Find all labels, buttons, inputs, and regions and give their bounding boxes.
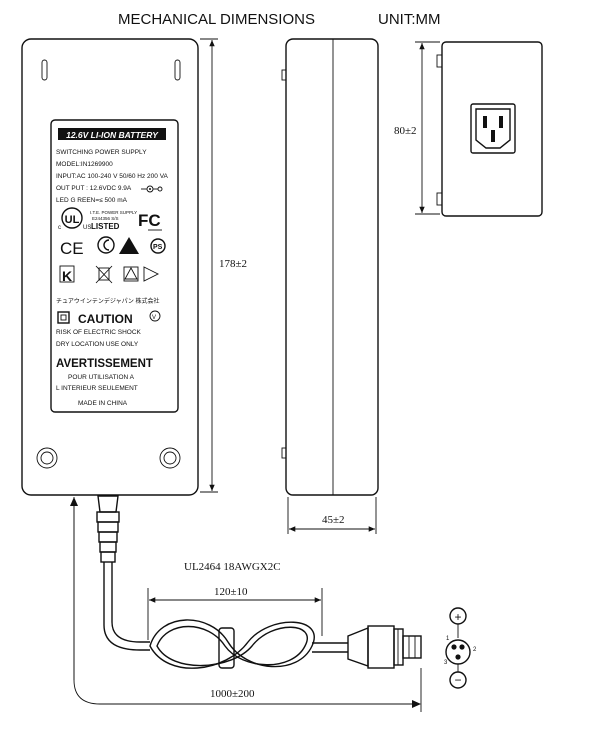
thickness-dimension: 45±2 <box>287 497 377 534</box>
label-banner: 12.6V LI-ION BATTERY <box>66 130 159 140</box>
rating-label: 12.6V LI-ION BATTERY SWITCHING POWER SUP… <box>50 119 179 413</box>
svg-text:c: c <box>58 225 61 231</box>
length-dimension: 178±2 <box>200 38 247 493</box>
ite-text2: E244356 S/S <box>92 216 119 221</box>
ite-text: I.T.E. POWER SUPPLY <box>90 210 137 215</box>
adapter-side-body <box>285 38 379 496</box>
label-line1: SWITCHING POWER SUPPLY <box>56 149 147 156</box>
avert-line2: L INTERIEUR SEULEMENT <box>56 385 138 392</box>
thickness-value: 45±2 <box>322 514 345 526</box>
certification-marks-row1: CE PS <box>60 236 166 258</box>
label-line3: INPUT:AC 100-240 V 50/60 Hz 200 VA <box>56 173 169 180</box>
polarity-symbol <box>141 185 163 193</box>
width-dimension: 80±2 <box>394 41 440 215</box>
svg-text:PS: PS <box>153 244 163 251</box>
segment-value: 120±10 <box>214 586 248 598</box>
efficiency-mark <box>149 310 161 322</box>
polarity-minus-icon <box>449 671 467 689</box>
cable-length-dimension: 1000±200 <box>70 497 422 712</box>
svg-text:+: + <box>454 610 461 624</box>
svg-text:−: − <box>454 673 461 687</box>
drawing-title: MECHANICAL DIMENSIONS <box>118 11 315 28</box>
connector-pinout: + 1 2 3 − <box>444 607 477 689</box>
svg-text:CE: CE <box>60 239 84 258</box>
foot-right <box>159 447 181 469</box>
label-line2: MODEL:IN1269900 <box>56 161 113 168</box>
label-line4: OUT PUT : 12.6VDC 9.9A <box>56 185 132 192</box>
front-view: 12.6V LI-ION BATTERY SWITCHING POWER SUP… <box>21 38 199 496</box>
side-view <box>281 38 379 496</box>
weee-bin-icon <box>95 265 113 284</box>
svg-text:FC: FC <box>138 211 161 230</box>
ul-listed-logo: UL c US LISTED I.T.E. POWER SUPPLY E2443… <box>58 207 137 231</box>
dc-connector <box>347 625 422 669</box>
label-japanese: チュアウインテンデジャパン 株式会社 <box>56 297 160 305</box>
foot-left <box>36 447 58 469</box>
cable-length-value: 1000±200 <box>210 688 255 700</box>
length-value: 178±2 <box>219 258 247 270</box>
caution-line2: DRY LOCATION USE ONLY <box>56 341 139 348</box>
pin-face <box>445 639 471 665</box>
svg-text:2: 2 <box>473 647 477 653</box>
dc-cable <box>96 495 422 669</box>
cable-spec: UL2464 18AWGX2C <box>184 561 281 573</box>
segment-dimension: 120±10 <box>147 586 323 640</box>
double-insulation-icon <box>57 311 70 324</box>
iec-c14-inlet-icon <box>470 103 516 154</box>
avert-line1: POUR UTILISATION A <box>68 374 135 381</box>
svg-text:1: 1 <box>446 636 450 642</box>
unit-label: UNIT:MM <box>378 11 441 28</box>
slot-left <box>41 59 48 81</box>
caution-line1: RISK OF ELECTRIC SHOCK <box>56 329 142 336</box>
ul-listed-text: LISTED <box>91 222 120 231</box>
svg-text:V: V <box>152 315 156 321</box>
end-view <box>436 41 543 217</box>
svg-text:3: 3 <box>444 660 448 666</box>
certification-marks-row2: K <box>59 265 160 284</box>
label-line5: LED G REEN=≤ 500 mA <box>56 197 128 204</box>
made-in-china: MADE IN CHINA <box>78 400 128 407</box>
adapter-front-body <box>21 38 199 496</box>
caution-title: CAUTION <box>78 312 133 326</box>
svg-text:US: US <box>83 225 91 231</box>
svg-text:K: K <box>62 268 72 284</box>
width-value: 80±2 <box>394 125 417 137</box>
avertissement-title: AVERTISSEMENT <box>56 358 153 370</box>
slot-right <box>174 59 181 81</box>
fcc-logo: FC <box>138 211 162 231</box>
adapter-end-body <box>441 41 543 217</box>
svg-text:UL: UL <box>65 214 80 226</box>
cable-tie <box>218 627 235 669</box>
